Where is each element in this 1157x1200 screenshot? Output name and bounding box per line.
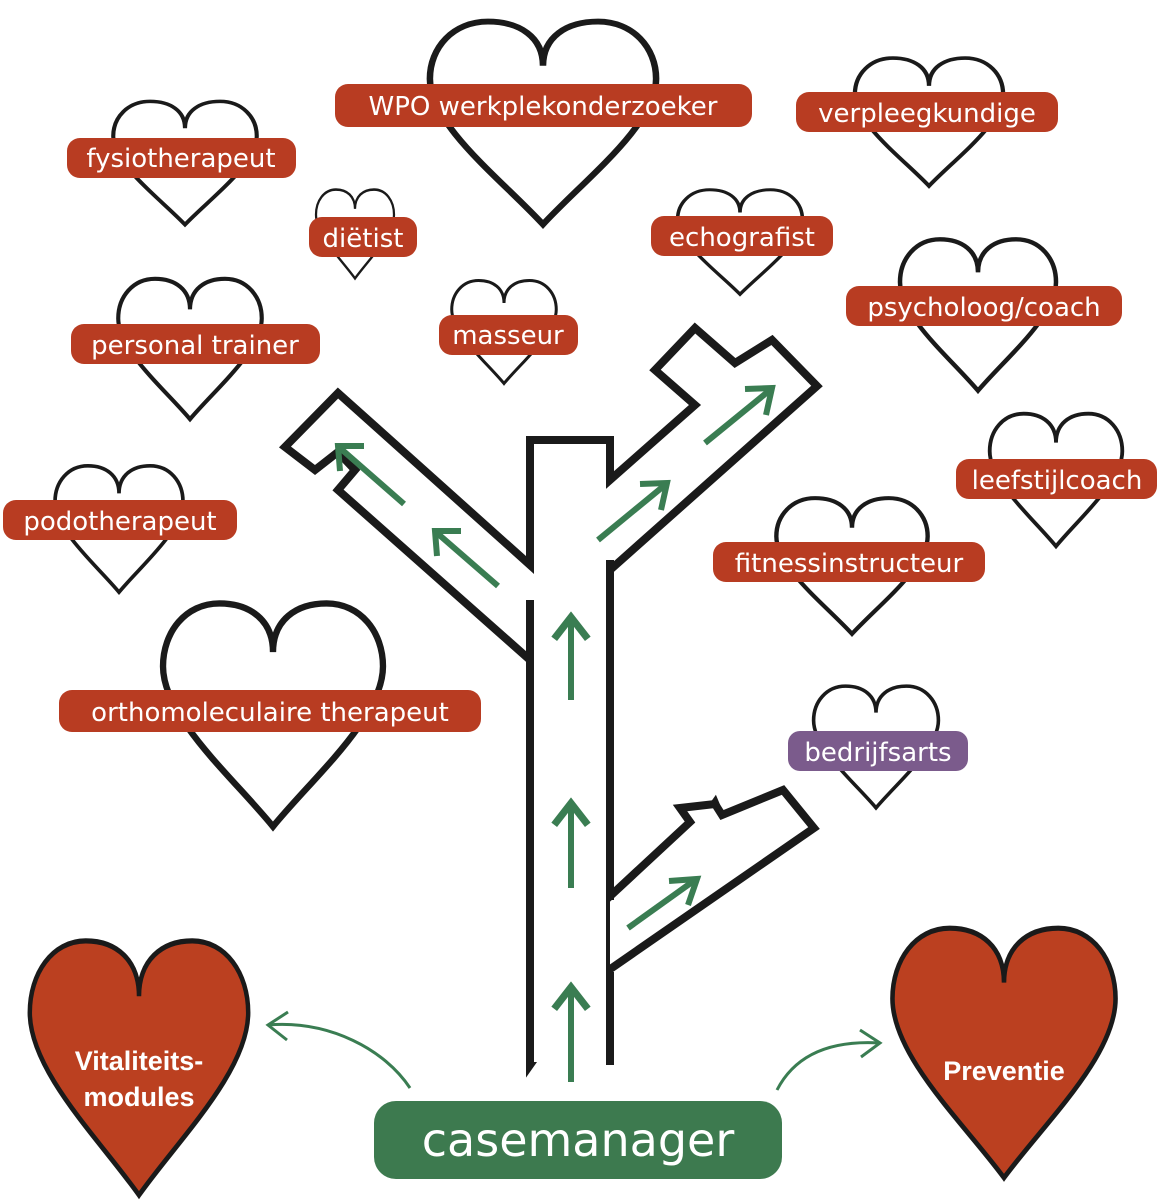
arrow-trunk-top: [554, 617, 588, 700]
arrow-upper-right-branch-high: [703, 384, 776, 446]
tag-verpleegkundige-label: verpleegkundige: [818, 99, 1036, 129]
role-tags: WPO werkplekonderzoeker verpleegkundige …: [3, 84, 1157, 771]
tag-dietist-label: diëtist: [323, 224, 404, 254]
preventie-heart-icon: [892, 928, 1115, 1178]
vitaliteitsmodules-label-line1: Vitaliteits-: [75, 1046, 204, 1076]
arrow-trunk-middle: [554, 803, 588, 888]
arrow-left-branch-low: [431, 528, 500, 589]
tag-masseur-label: masseur: [452, 321, 564, 351]
tree-lower-branch-outline: [602, 785, 820, 980]
tag-psycholoog: psycholoog/coach: [846, 286, 1122, 326]
arrow-lower-right-branch: [626, 875, 702, 931]
tag-fitnessinstructeur: fitnessinstructeur: [713, 542, 985, 582]
tag-leefstijlcoach: leefstijlcoach: [956, 459, 1157, 499]
tag-podotherapeut: podotherapeut: [3, 500, 237, 540]
tag-orthomoleculaire: orthomoleculaire therapeut: [59, 690, 481, 732]
tag-masseur: masseur: [439, 315, 578, 355]
tag-bedrijfsarts: bedrijfsarts: [788, 731, 968, 771]
tag-wpo-label: WPO werkplekonderzoeker: [369, 92, 718, 122]
arrow-to-vitaliteitsmodules: [267, 1022, 412, 1089]
trunk-sides: [526, 560, 614, 1065]
tag-podotherapeut-label: podotherapeut: [23, 507, 216, 537]
tag-fitnessinstructeur-label: fitnessinstructeur: [735, 549, 964, 579]
tag-personal-trainer: personal trainer: [71, 324, 320, 364]
tag-psycholoog-label: psycholoog/coach: [867, 293, 1100, 323]
tag-leefstijlcoach-label: leefstijlcoach: [972, 466, 1143, 496]
tag-bedrijfsarts-label: bedrijfsarts: [804, 738, 951, 768]
tag-echografist: echografist: [651, 216, 833, 256]
tag-orthomoleculaire-label: orthomoleculaire therapeut: [91, 698, 449, 728]
tag-fysiotherapeut: fysiotherapeut: [67, 138, 296, 178]
outcome-arrows: [265, 1010, 883, 1091]
arrow-trunk-bottom: [554, 987, 588, 1082]
tag-verpleegkundige: verpleegkundige: [796, 92, 1058, 132]
casemanager-label: casemanager: [422, 1113, 735, 1167]
tag-echografist-label: echografist: [669, 223, 815, 253]
tree-arrows: [334, 384, 776, 1082]
tag-personal-trainer-label: personal trainer: [91, 331, 299, 361]
arrow-to-preventie: [775, 1041, 881, 1091]
arrow-left-branch-high: [334, 443, 406, 507]
preventie-label: Preventie: [943, 1056, 1065, 1086]
tag-wpo: WPO werkplekonderzoeker: [335, 84, 752, 127]
casemanager-tag: casemanager: [374, 1101, 782, 1179]
tag-fysiotherapeut-label: fysiotherapeut: [86, 144, 275, 174]
vitaliteitsmodules-label-line2: modules: [83, 1082, 194, 1112]
arrow-upper-right-branch-low: [596, 479, 671, 543]
tag-dietist: diëtist: [309, 217, 417, 257]
